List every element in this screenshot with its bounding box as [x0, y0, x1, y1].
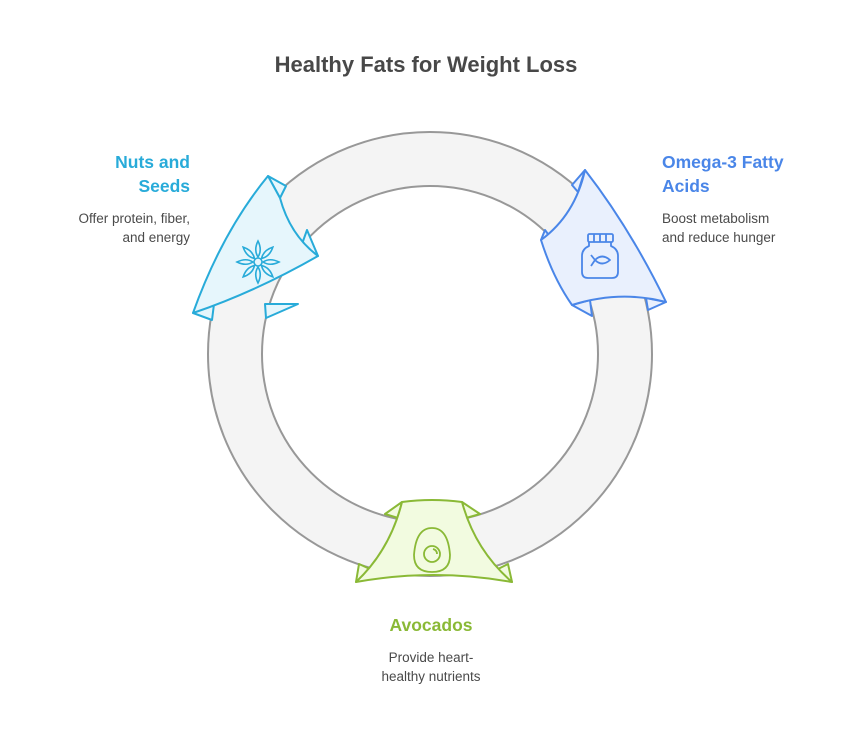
flower-petal [241, 245, 256, 260]
flower-petal [260, 264, 275, 279]
omega-banner[interactable] [540, 169, 667, 317]
avocado-description: Provide heart- healthy nutrients [331, 648, 531, 686]
omega-heading: Omega-3 Fatty Acids [662, 150, 822, 198]
diagram-title: Healthy Fats for Weight Loss [274, 52, 578, 77]
omega-description-line: Boost metabolism [662, 211, 770, 226]
flower-petal [260, 245, 275, 260]
nuts-banner-fold-bottom-right [264, 303, 299, 319]
flower-petal [241, 264, 256, 279]
flower-petal [254, 265, 262, 285]
fish-oil-jar-icon [581, 233, 619, 279]
nuts-banner-body [192, 175, 319, 314]
avocado-heading-line: Avocados [389, 615, 473, 635]
flower-petal [254, 239, 262, 259]
nuts-description-line: and energy [122, 230, 190, 245]
avocado-description-line: healthy nutrients [381, 669, 481, 684]
nuts-heading-line: Seeds [138, 176, 190, 196]
nuts-heading-line: Nuts and [115, 152, 190, 172]
flower-icon [235, 239, 281, 285]
nuts-heading: Nuts and Seeds [50, 150, 190, 198]
flower-petal [261, 258, 281, 266]
avocado-banner[interactable] [355, 499, 513, 583]
avocado-description-line: Provide heart- [388, 650, 474, 665]
flower-petal [235, 258, 255, 266]
nuts-description-line: Offer protein, fiber, [78, 211, 190, 226]
omega-banner-body [540, 169, 667, 306]
avocado-banner-body [355, 499, 513, 583]
omega-heading-line: Omega-3 Fatty [662, 152, 784, 172]
nuts-banner[interactable] [192, 175, 319, 321]
omega-heading-line: Acids [662, 176, 710, 196]
avocado-heading: Avocados [331, 613, 531, 637]
omega-description-line: and reduce hunger [662, 230, 776, 245]
avocado-icon [413, 527, 451, 573]
nuts-description: Offer protein, fiber, and energy [30, 209, 190, 247]
omega-description: Boost metabolism and reduce hunger [662, 209, 832, 247]
